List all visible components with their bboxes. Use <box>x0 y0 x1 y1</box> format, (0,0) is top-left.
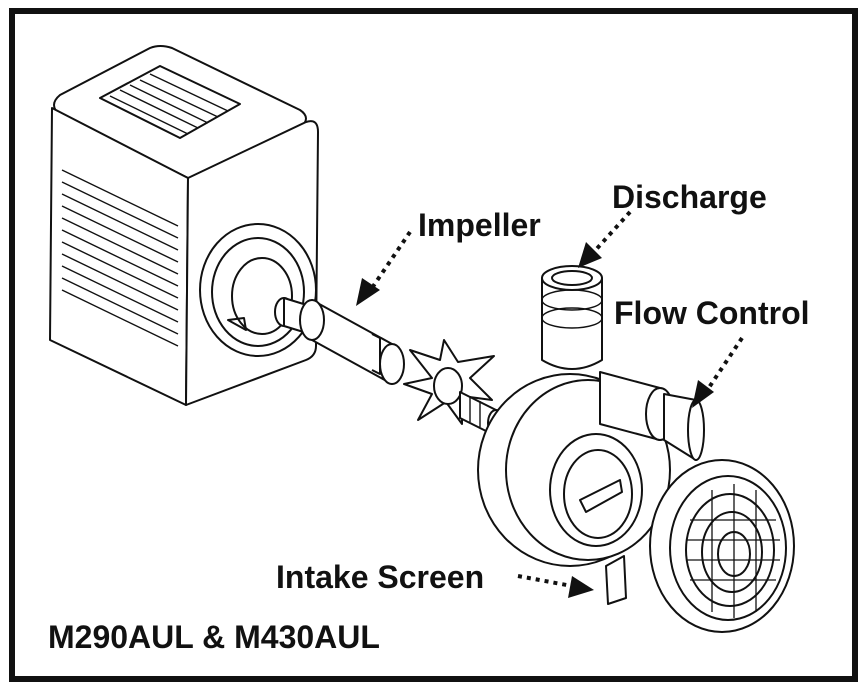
intake-screen-label: Intake Screen <box>276 559 484 595</box>
impeller-label: Impeller <box>418 207 541 243</box>
discharge-arrow-line <box>590 210 632 256</box>
pump-head <box>477 265 705 567</box>
flow-control-label: Flow Control <box>614 295 810 331</box>
impeller-arrow-line <box>370 230 412 290</box>
impeller-arrowhead <box>356 278 380 306</box>
flow-control-arrow-line <box>704 336 744 394</box>
intake-screen-arrowhead <box>568 576 594 598</box>
model-caption: M290AUL & M430AUL <box>48 619 380 655</box>
motor-housing <box>49 45 319 406</box>
intake-screen-arrow-line <box>517 574 573 588</box>
discharge-label: Discharge <box>612 179 767 215</box>
intake-screen <box>605 459 795 633</box>
diagram-border <box>9 8 858 682</box>
callout-arrows <box>370 210 744 588</box>
flow-control-arrowhead <box>692 380 714 408</box>
impeller-assembly <box>274 297 505 437</box>
discharge-arrowhead <box>578 242 602 268</box>
